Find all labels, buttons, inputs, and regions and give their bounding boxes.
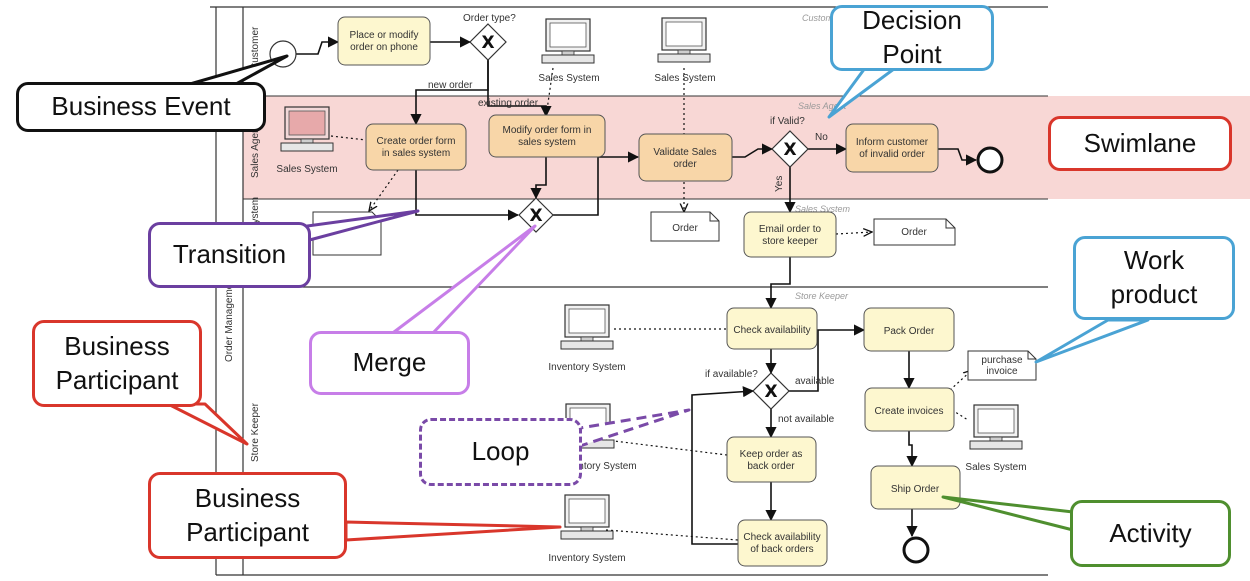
svg-text:Create invoices: Create invoices [875,406,944,417]
label-available: available [795,376,835,387]
computer-icon [657,17,711,63]
callout-loop: Loop [419,418,582,486]
callout-business-event: Business Event [16,82,266,132]
callout-swimlane: Swimlane [1048,116,1232,171]
task-ship-order: Ship Order [870,465,961,510]
data-object-order-1: Order [650,211,720,242]
label-no: No [815,132,828,143]
associations [330,67,972,541]
callout-business-participant: Business Participant [32,320,202,407]
label-new-order: new order [428,80,473,91]
system-label: Sales System [538,73,599,84]
svg-text:X: X [529,206,542,226]
callout-decision-point: Decision Point [830,5,994,71]
svg-text:Order: Order [672,223,698,234]
svg-text:X: X [481,33,494,53]
task-pack-order: Pack Order [863,307,955,352]
computer-icon [560,494,614,540]
label-if-available: if available? [705,369,758,380]
svg-text:X: X [764,382,777,402]
callout-business-participant: Business Participant [148,472,347,559]
gateway-if-valid: X [771,130,809,168]
gateway-order-type: X [469,23,507,61]
callout-transition: Transition [148,222,311,288]
lane-label-store-keeper: Store Keeper [250,402,261,462]
label-yes: Yes [774,176,785,192]
lane-label-sales-agent: Sales Agent [250,124,261,178]
label-existing-order: existing order [478,98,539,109]
data-object-order-2: Order [873,218,956,246]
computer-icon [560,304,614,350]
label-order-type: Order type? [463,13,516,24]
task-create-invoices: Create invoices [864,387,955,432]
callout-activity: Activity [1070,500,1231,567]
lane-caption-customer: Customer [802,13,842,23]
lane-label-customer: Customer [250,26,261,70]
system-label: Sales System [276,164,337,175]
computer-icon [969,404,1023,450]
end-event-invalid [976,146,1004,174]
label-if-valid: if Valid? [770,116,805,127]
callout-merge: Merge [309,331,470,395]
pool-label-order-management: Order Management [224,275,235,362]
svg-text:X: X [783,140,796,160]
svg-text:Order: Order [901,227,927,238]
gateway-if-available: X [752,372,790,410]
gateway-merge: X [518,197,554,233]
callout-work-product: Work product [1073,236,1235,320]
computer-icon [280,106,334,152]
computer-icon [541,18,595,64]
svg-text:Ship Order: Ship Order [891,484,940,495]
system-label: Inventory System [548,362,625,373]
system-label: Inventory System [559,461,636,472]
label-not-available: not available [778,414,835,425]
lane-caption-sales-system: Sales System [795,204,851,214]
system-label: Inventory System [548,553,625,564]
end-event-shipped [902,536,930,564]
svg-text:Pack Order: Pack Order [884,326,935,337]
system-label: Sales System [965,462,1026,473]
sequence-flows [296,36,978,545]
system-label: Sales System [654,73,715,84]
svg-text:Check availability: Check availability [733,325,810,336]
task-check-availability: Check availability [726,307,818,350]
lane-caption-sales-agent: Sales Agent [798,101,847,111]
lane-caption-store-keeper: Store Keeper [795,291,849,301]
